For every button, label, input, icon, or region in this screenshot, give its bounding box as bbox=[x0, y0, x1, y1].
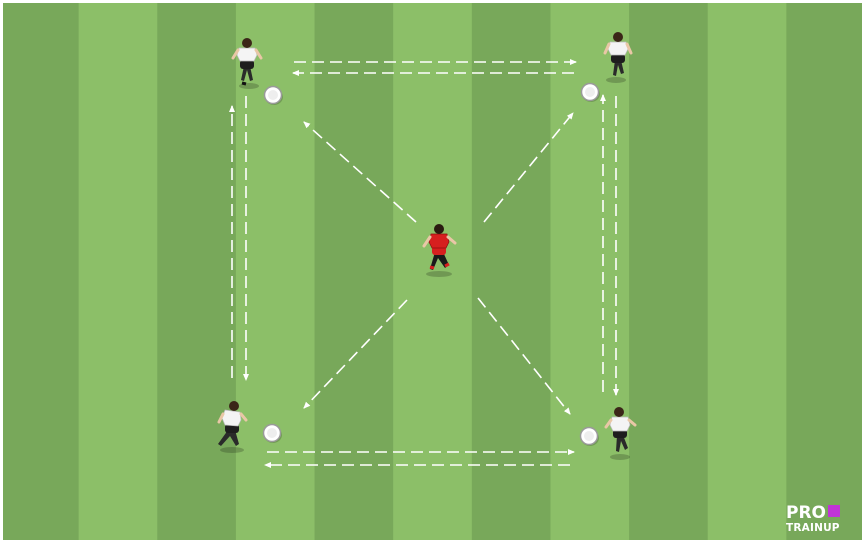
protrainup-logo: PRO TRAINUP bbox=[786, 505, 862, 539]
pitch-stripe bbox=[0, 0, 79, 543]
pitch-stripe bbox=[315, 0, 394, 543]
cone-top-right bbox=[582, 84, 601, 103]
pitch-stripe bbox=[472, 0, 551, 543]
pitch-stripe bbox=[79, 0, 158, 543]
cone-bottom-right bbox=[581, 428, 600, 447]
pitch-stripe bbox=[236, 0, 315, 543]
cone-top-left bbox=[265, 87, 284, 106]
cone-bottom-left bbox=[264, 425, 283, 444]
pitch-stripe bbox=[786, 0, 865, 543]
logo-trainup-text: TRAINUP bbox=[786, 523, 862, 534]
logo-square-icon bbox=[828, 505, 840, 517]
pitch-stripe bbox=[157, 0, 236, 543]
logo-pro-text: PRO bbox=[786, 503, 826, 523]
pitch-stripe bbox=[629, 0, 708, 543]
pitch-stripe bbox=[708, 0, 787, 543]
